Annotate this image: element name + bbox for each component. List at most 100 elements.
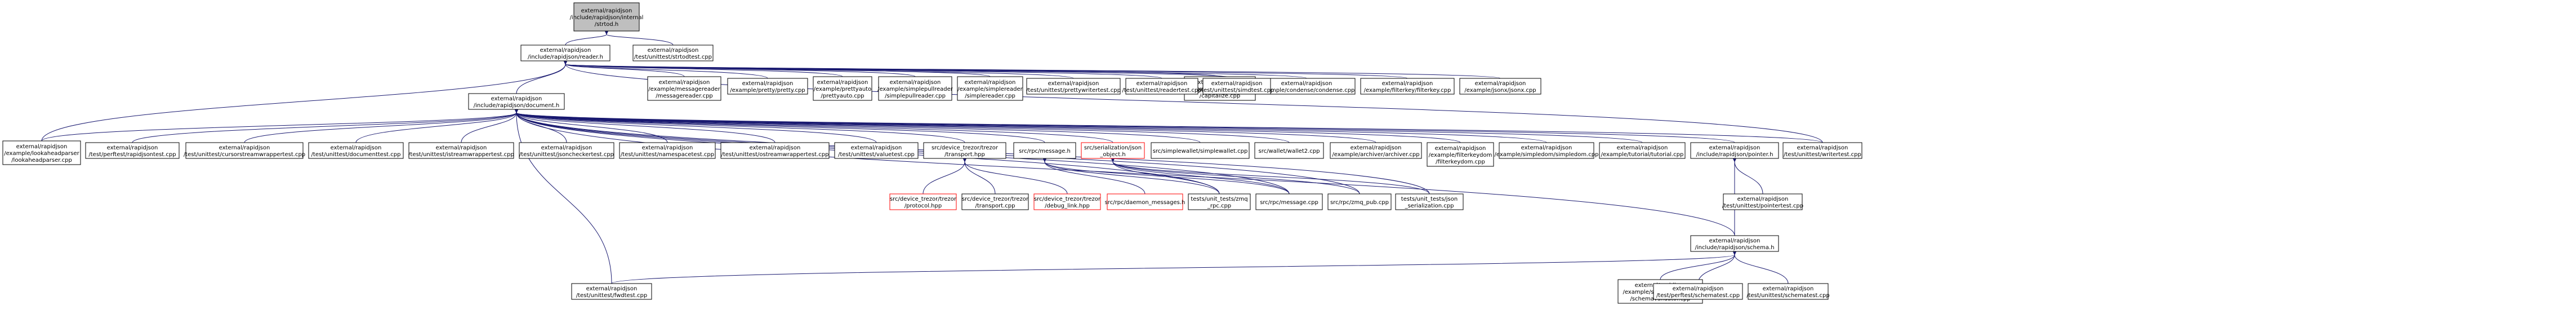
edge-n40-to-n27 bbox=[1113, 162, 1220, 194]
node-label-line: external/rapidjson bbox=[436, 145, 487, 151]
graph-node-n46[interactable]: external/rapidjson/test/unittest/fwdtest… bbox=[571, 283, 652, 300]
node-box bbox=[1081, 142, 1145, 159]
edge-n31-to-n7 bbox=[516, 113, 1461, 143]
node-box bbox=[408, 142, 514, 159]
node-label-line: /example/simpledom/simpledom.cpp bbox=[1495, 152, 1599, 158]
graph-node-n34[interactable]: external/rapidjson/include/rapidjson/poi… bbox=[1690, 142, 1779, 159]
graph-node-n14[interactable]: external/rapidjson/test/unittest/readert… bbox=[1122, 78, 1202, 95]
graph-node-n19[interactable]: external/rapidjson/test/unittest/documen… bbox=[308, 142, 404, 159]
graph-node-n5[interactable]: external/rapidjson/example/filterkey/fil… bbox=[1360, 78, 1455, 95]
graph-node-n10[interactable]: external/rapidjson/example/prettyauto/pr… bbox=[813, 76, 872, 101]
graph-node-n1[interactable]: external/rapidjson/include/rapidjson/rea… bbox=[520, 45, 610, 61]
edge-n49-to-n45 bbox=[1735, 255, 1789, 284]
edge-n16-to-n1 bbox=[41, 64, 565, 141]
node-box bbox=[957, 76, 1023, 101]
node-label-line: /test/unittest/istreamwrappertest.cpp bbox=[408, 152, 514, 158]
graph-node-n39[interactable]: src/rpc/daemon_messages.h bbox=[1105, 193, 1186, 210]
graph-node-n2[interactable]: external/rapidjson/test/unittest/strtodt… bbox=[632, 45, 714, 61]
node-label-line: /example/condense/condense.cpp bbox=[1259, 87, 1355, 94]
node-label-line: /include/rapidjson/internal bbox=[570, 15, 644, 21]
edge-n19-to-n7 bbox=[355, 113, 516, 143]
edge-n35-to-n7 bbox=[516, 113, 1823, 143]
node-label-line: /example/archiver/archiver.cpp bbox=[1332, 152, 1419, 158]
graph-node-n33[interactable]: external/rapidjson/example/tutorial/tuto… bbox=[1599, 142, 1686, 159]
node-label-line: src/rpc/message.cpp bbox=[1260, 200, 1318, 206]
node-label-line: /example/prettyauto bbox=[814, 86, 871, 92]
edge-n44-to-n34 bbox=[1735, 162, 1763, 194]
node-label-line: src/rpc/zmq_pub.cpp bbox=[1330, 200, 1389, 206]
edge-n20-to-n7 bbox=[461, 113, 516, 143]
node-label-line: external/rapidjson bbox=[965, 79, 1016, 86]
graph-node-n48[interactable]: external/rapidjson/test/perftest/schemat… bbox=[1653, 283, 1743, 300]
graph-node-n40[interactable]: tests/unit_tests/zmq_rpc.cpp bbox=[1188, 193, 1251, 210]
graph-node-n22[interactable]: external/rapidjson/test/unittest/namespa… bbox=[619, 142, 716, 159]
node-box bbox=[1690, 142, 1779, 159]
graph-node-n9[interactable]: external/rapidjson/example/pretty/pretty… bbox=[727, 78, 808, 95]
node-label-line: /example/pretty/pretty.cpp bbox=[730, 87, 805, 94]
edge-n47-to-n45 bbox=[1660, 255, 1735, 280]
graph-node-n32[interactable]: external/rapidjson/example/simpledom/sim… bbox=[1495, 142, 1599, 159]
graph-node-n25[interactable]: src/device_trezor/trezor/transport.hpp bbox=[923, 142, 1006, 159]
node-box bbox=[647, 76, 721, 101]
node-box bbox=[519, 142, 614, 159]
node-label-line: /lookaheadparser.cpp bbox=[11, 157, 72, 163]
node-label-line: tests/unit_tests/zmq bbox=[1191, 196, 1247, 202]
node-box bbox=[1125, 78, 1198, 95]
graph-node-n0[interactable]: external/rapidjson/include/rapidjson/int… bbox=[570, 2, 644, 32]
node-box bbox=[571, 283, 652, 300]
node-label-line: external/rapidjson bbox=[1351, 145, 1402, 151]
graph-node-n12[interactable]: external/rapidjson/example/simplereader/… bbox=[957, 76, 1023, 101]
graph-node-n16[interactable]: external/rapidjson/example/lookaheadpars… bbox=[2, 140, 81, 165]
node-box bbox=[632, 45, 714, 61]
edge-n43-to-n27 bbox=[1113, 162, 1430, 194]
node-label-line: /capitalize.cpp bbox=[1200, 93, 1241, 99]
graph-node-n41[interactable]: src/rpc/message.cpp bbox=[1255, 193, 1323, 210]
graph-node-n42[interactable]: src/rpc/zmq_pub.cpp bbox=[1327, 193, 1392, 210]
edge-n37-to-n25 bbox=[965, 162, 996, 194]
graph-node-n28[interactable]: src/simplewallet/simplewallet.cpp bbox=[1151, 142, 1250, 159]
node-label-line: /test/perftest/schematest.cpp bbox=[1656, 293, 1740, 299]
node-label-line: src/simplewallet/simplewallet.cpp bbox=[1153, 148, 1248, 154]
graph-node-n23[interactable]: external/rapidjson/test/unittest/ostream… bbox=[720, 142, 830, 159]
graph-node-n21[interactable]: external/rapidjson/test/unittest/jsonche… bbox=[519, 142, 614, 159]
graph-node-n15[interactable]: external/rapidjson/test/unittest/simdtes… bbox=[1200, 78, 1274, 95]
graph-node-n31[interactable]: external/rapidjson/example/filterkeydom/… bbox=[1427, 142, 1494, 167]
graph-node-n20[interactable]: external/rapidjson/test/unittest/istream… bbox=[408, 142, 514, 159]
node-label-line: /test/unittest/fwdtest.cpp bbox=[576, 293, 647, 299]
graph-node-n44[interactable]: external/rapidjson/test/unittest/pointer… bbox=[1722, 193, 1803, 210]
node-label-line: /test/perftest/rapidjsontest.cpp bbox=[88, 152, 176, 158]
node-label-line: /prettyauto.cpp bbox=[821, 93, 864, 99]
graph-node-n17[interactable]: external/rapidjson/test/perftest/rapidjs… bbox=[85, 142, 180, 159]
graph-node-n4[interactable]: external/rapidjson/example/condense/cond… bbox=[1258, 78, 1356, 95]
graph-node-n24[interactable]: external/rapidjson/test/unittest/valuete… bbox=[834, 142, 919, 159]
graph-node-n37[interactable]: src/device_trezor/trezor/transport.cpp bbox=[961, 193, 1029, 210]
node-label-line: external/rapidjson bbox=[851, 145, 902, 151]
graph-node-n43[interactable]: tests/unit_tests/json_serialization.cpp bbox=[1395, 193, 1464, 210]
graph-node-n7[interactable]: external/rapidjson/include/rapidjson/doc… bbox=[468, 93, 565, 110]
graph-node-n30[interactable]: external/rapidjson/example/archiver/arch… bbox=[1330, 142, 1422, 159]
node-label-line: external/rapidjson bbox=[219, 145, 270, 151]
node-label-line: /include/rapidjson/schema.h bbox=[1695, 245, 1774, 251]
node-label-line: /example/simplereader bbox=[957, 86, 1023, 92]
graph-node-n38[interactable]: src/device_trezor/trezor/debug_link.hpp bbox=[1033, 193, 1101, 210]
node-label-line: /test/unittest/documenttest.cpp bbox=[311, 152, 401, 158]
node-label-line: external/rapidjson bbox=[1673, 286, 1724, 292]
graph-node-n8[interactable]: external/rapidjson/example/messagereader… bbox=[647, 76, 721, 101]
graph-node-n6[interactable]: external/rapidjson/example/jsonx/jsonx.c… bbox=[1459, 78, 1541, 95]
graph-node-n11[interactable]: external/rapidjson/example/simplepullrea… bbox=[877, 76, 953, 101]
graph-node-n49[interactable]: external/rapidjson/test/unittest/schemat… bbox=[1746, 283, 1830, 300]
graph-node-n36[interactable]: src/device_trezor/trezor/protocol.hpp bbox=[889, 193, 957, 210]
graph-node-n18[interactable]: external/rapidjson/test/unittest/cursors… bbox=[184, 142, 305, 159]
edge-n36-to-n25 bbox=[922, 162, 965, 194]
graph-node-n29[interactable]: src/wallet/wallet2.cpp bbox=[1254, 142, 1324, 159]
node-label-line: /messagereader.cpp bbox=[656, 93, 713, 99]
node-label-line: /example/filterkey/filterkey.cpp bbox=[1364, 87, 1451, 94]
dependency-edges bbox=[41, 34, 1823, 284]
graph-node-n13[interactable]: external/rapidjson/test/unittest/prettyw… bbox=[1026, 78, 1121, 95]
graph-node-n26[interactable]: src/rpc/message.h bbox=[1013, 142, 1076, 159]
graph-node-n27[interactable]: src/serialization/json_object.h bbox=[1081, 142, 1145, 159]
node-box bbox=[308, 142, 404, 159]
graph-node-n45[interactable]: external/rapidjson/include/rapidjson/sch… bbox=[1690, 235, 1779, 252]
graph-node-n35[interactable]: external/rapidjson/test/unittest/writert… bbox=[1782, 142, 1862, 159]
